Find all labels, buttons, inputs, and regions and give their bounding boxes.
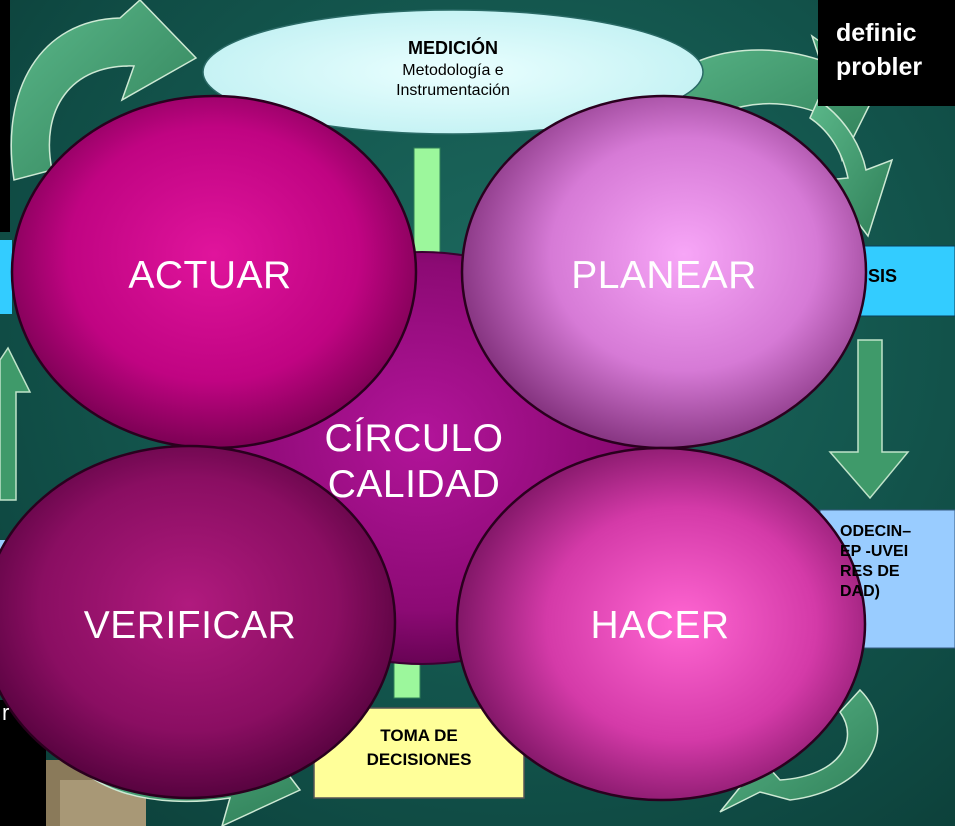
curved-arrow-top-left — [10, 0, 198, 181]
analisis-label: SIS — [868, 266, 898, 286]
actuar-label: ACTUAR — [128, 254, 292, 297]
definicion-line2: probler — [836, 53, 923, 81]
hacer-side-line1: ODECIN– — [840, 523, 912, 540]
toma-line1: TOMA DE — [380, 726, 458, 745]
medicion-title: MEDICIÓN — [408, 38, 498, 58]
left-black-panel — [0, 0, 10, 232]
verificar-label: VERIFICAR — [83, 604, 297, 647]
verificar-circle — [0, 444, 397, 800]
right-down-arrow — [828, 339, 910, 500]
medicion-line2: Instrumentación — [396, 82, 510, 99]
hacer-side-line2: EP -UVEI — [840, 543, 909, 560]
analisis-box — [859, 245, 955, 317]
medicion-line1: Metodología e — [402, 62, 504, 79]
left-panel-mark: r — [2, 700, 10, 725]
curved-arrow-right — [809, 98, 894, 238]
hacer-side-label: ODECIN– EP -UVEI RES DE DAD) — [840, 522, 955, 602]
medicion-ellipse — [202, 9, 704, 135]
left-up-arrow — [0, 346, 32, 501]
left-box-edge — [0, 240, 12, 314]
center-label: CÍRCULO CALIDAD — [254, 416, 574, 508]
toma-line2: DECISIONES — [366, 750, 472, 769]
planear-label: PLANEAR — [571, 254, 757, 297]
definicion-label: definic probler — [836, 16, 955, 84]
hacer-label: HACER — [590, 604, 730, 647]
definicion-line1: definic — [836, 19, 917, 47]
connector-top — [413, 147, 441, 259]
hacer-side-line4: DAD) — [840, 583, 880, 600]
toma-label: TOMA DE DECISIONES — [314, 724, 524, 772]
hacer-circle — [455, 446, 867, 802]
curved-arrow-bottom-right — [719, 688, 879, 813]
medicion-label: MEDICIÓN Metodología e Instrumentación — [330, 38, 576, 100]
center-line1: CÍRCULO — [324, 417, 504, 460]
center-line2: CALIDAD — [327, 463, 501, 506]
connector-bottom — [393, 659, 421, 699]
definicion-box — [818, 0, 955, 106]
hacer-side-line3: RES DE — [840, 563, 900, 580]
